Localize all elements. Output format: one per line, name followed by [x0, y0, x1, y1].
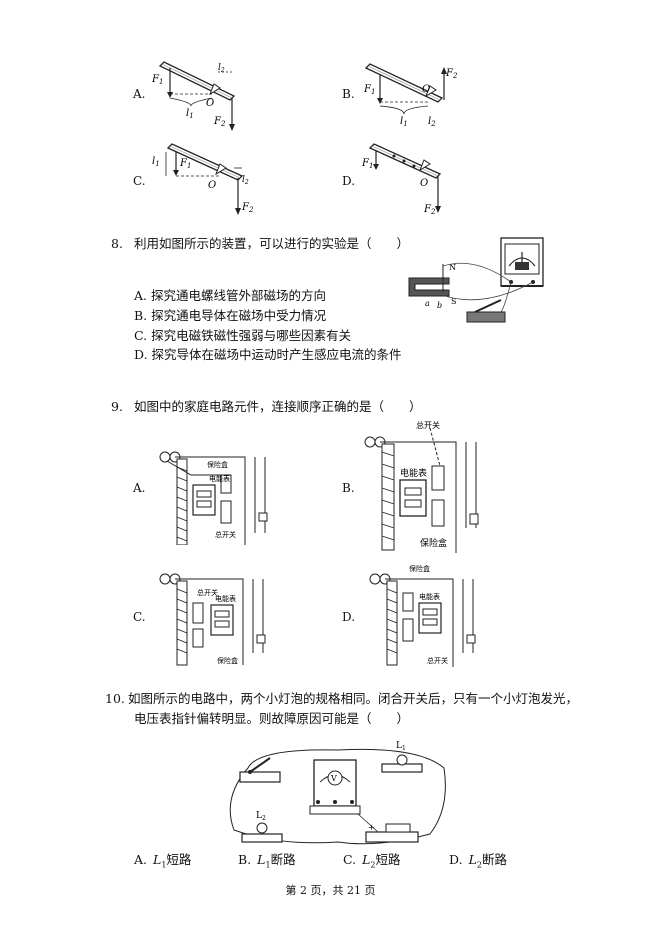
q10-option-c-subscript: 2	[370, 860, 376, 870]
svg-text:电能表: 电能表	[400, 467, 427, 479]
q10-option-a-subscript: 1	[161, 860, 167, 870]
q7-lever-figure-a: F1 F2 l1 l2 O	[148, 58, 248, 133]
q7-option-d-label[interactable]: D.	[342, 174, 356, 188]
q9-option-d-label[interactable]: D.	[342, 610, 356, 624]
q9-circuit-figure-c: 总开关 电能表 保险盒	[155, 565, 280, 667]
q10-stem-line1: 如图所示的电路中，两个小灯泡的规格相同。闭合开关后，只有一个小灯泡发光，	[128, 691, 579, 706]
svg-text:l1: l1	[186, 108, 194, 120]
q9-option-c-label[interactable]: C.	[133, 610, 146, 624]
q10-option-a[interactable]: A. L1短路	[134, 852, 192, 870]
svg-text:F1: F1	[151, 74, 163, 86]
q7-lever-figure-b: F1 F2 l1 l2 O	[360, 62, 460, 132]
svg-text:l2: l2	[218, 63, 225, 74]
svg-text:L2: L2	[256, 811, 266, 822]
svg-text:F1: F1	[362, 158, 373, 170]
q10-option-a-text: 短路	[166, 852, 192, 867]
svg-text:l1: l1	[400, 116, 408, 128]
svg-text:S: S	[451, 297, 456, 306]
svg-text:V: V	[330, 774, 337, 783]
q7-lever-figure-c: F1 l1 F2 l2 O	[150, 140, 255, 218]
svg-text:F2: F2	[241, 202, 254, 214]
svg-text:a: a	[425, 299, 430, 308]
svg-text:总开关: 总开关	[416, 420, 440, 430]
q7-option-c-label[interactable]: C.	[133, 174, 146, 188]
svg-text:+: +	[368, 823, 375, 832]
q10-option-b-subscript: 1	[265, 860, 271, 870]
q9-option-b-label[interactable]: B.	[342, 481, 355, 495]
svg-text:l2: l2	[242, 175, 249, 186]
q10-option-d-text: 断路	[481, 852, 507, 867]
q9-stem: 如图中的家庭电路元件，连接顺序正确的是（ ）	[134, 399, 422, 414]
svg-text:保险盒: 保险盒	[409, 564, 430, 573]
q10-option-d[interactable]: D. L2断路	[449, 852, 507, 870]
q9-option-a-label[interactable]: A.	[133, 481, 146, 495]
q10-option-a-symbol: L	[153, 852, 162, 867]
q7-option-a-label[interactable]: A.	[133, 87, 146, 101]
q8-option-c[interactable]: C. 探究电磁铁磁性强弱与哪些因素有关	[134, 328, 352, 343]
q10-option-d-letter: D.	[449, 852, 463, 867]
svg-text:O: O	[206, 98, 214, 109]
q8-option-d[interactable]: D. 探究导体在磁场中运动时产生感应电流的条件	[134, 347, 402, 362]
svg-text:电能表: 电能表	[209, 474, 230, 483]
svg-text:保险盒: 保险盒	[207, 460, 228, 469]
q9-circuit-figure-b: 总开关 电能表 保险盒	[360, 418, 490, 553]
svg-text:保险盒: 保险盒	[420, 537, 447, 549]
q10-option-b-text: 断路	[270, 852, 296, 867]
svg-text:F2: F2	[445, 68, 458, 80]
q10-option-b-letter: B.	[238, 852, 252, 867]
q10-option-c-symbol: L	[362, 852, 371, 867]
q7-lever-figure-d: F1 F2 O	[362, 140, 462, 218]
q10-option-b-symbol: L	[257, 852, 266, 867]
svg-text:l2: l2	[428, 116, 436, 128]
svg-text:O: O	[208, 180, 216, 191]
svg-text:电能表: 电能表	[419, 592, 440, 601]
q10-option-b[interactable]: B. L1断路	[238, 852, 296, 870]
q9-number: 9.	[111, 399, 123, 414]
svg-text:总开关: 总开关	[427, 656, 448, 665]
q8-number: 8.	[111, 236, 123, 251]
svg-text:电能表: 电能表	[215, 594, 236, 603]
q10-option-c-text: 短路	[375, 852, 401, 867]
q10-option-c[interactable]: C. L2短路	[343, 852, 401, 870]
q8-induction-apparatus-figure: N S a b	[405, 236, 555, 328]
q8-stem: 利用如图所示的装置，可以进行的实验是（ ）	[134, 236, 410, 251]
q10-number: 10.	[105, 691, 125, 706]
page-footer: 第 2 页，共 21 页	[285, 884, 376, 897]
svg-text:F1: F1	[179, 158, 191, 170]
svg-text:l1: l1	[152, 156, 160, 168]
q7-option-b-label[interactable]: B.	[342, 87, 355, 101]
q10-option-d-symbol: L	[468, 852, 477, 867]
svg-text:N: N	[449, 263, 456, 272]
svg-text:O: O	[420, 178, 428, 189]
svg-text:b: b	[437, 301, 442, 310]
q9-circuit-figure-d: 保险盒 电能表 总开关	[365, 563, 490, 667]
svg-text:F2: F2	[423, 204, 436, 216]
svg-text:总开关: 总开关	[215, 530, 236, 539]
q9-circuit-figure-a: 保险盒 电能表 总开关	[155, 445, 280, 545]
q10-option-a-letter: A.	[134, 852, 148, 867]
svg-text:O: O	[422, 84, 430, 95]
q10-stem-line2: 电压表指针偏转明显。则故障原因可能是（ ）	[134, 711, 410, 726]
svg-text:总开关: 总开关	[197, 588, 218, 597]
svg-text:F1: F1	[363, 84, 375, 96]
q10-circuit-figure: V L1 L2 +	[218, 738, 450, 850]
q10-option-d-subscript: 2	[476, 860, 482, 870]
q10-option-c-letter: C.	[343, 852, 357, 867]
q8-option-b[interactable]: B. 探究通电导体在磁场中受力情况	[134, 308, 327, 323]
svg-text:L1: L1	[396, 741, 406, 752]
q8-option-a[interactable]: A. 探究通电螺线管外部磁场的方向	[134, 288, 326, 303]
svg-text:F2: F2	[213, 116, 226, 128]
svg-text:保险盒: 保险盒	[217, 656, 238, 665]
